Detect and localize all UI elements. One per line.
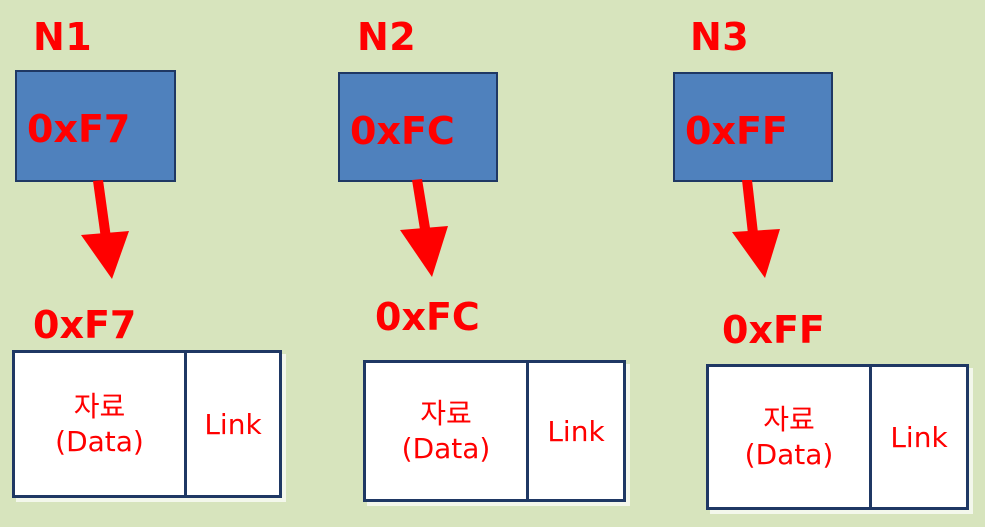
node-1-pointer-value: 0xF7 <box>27 107 131 151</box>
arrow-icon-3 <box>732 180 780 278</box>
node-3-data-cell: 자료 (Data) <box>709 367 872 507</box>
node-1-data-label: 자료 <box>73 390 126 423</box>
node-1-link-cell: Link <box>204 407 262 441</box>
arrow-icon-2 <box>400 179 448 277</box>
node-2-address: 0xFC <box>375 295 480 339</box>
node-2-title: N2 <box>357 15 417 59</box>
arrow-icon-1 <box>81 180 129 279</box>
node-1-data-cell: 자료 (Data) <box>15 353 187 495</box>
node-1-pointer-box: 0xF7 <box>15 70 176 182</box>
node-2-data-sub: (Data) <box>401 432 491 465</box>
node-1-struct: 자료 (Data) Link <box>12 350 282 498</box>
node-3-pointer-value: 0xFF <box>685 109 788 153</box>
node-1-address: 0xF7 <box>33 303 137 347</box>
node-3-data-label: 자료 <box>763 403 815 436</box>
node-2-data-cell: 자료 (Data) <box>366 363 529 499</box>
node-2-link-cell: Link <box>547 414 605 448</box>
node-2-struct: 자료 (Data) Link <box>363 360 626 502</box>
node-3-title: N3 <box>690 15 750 59</box>
node-2-pointer-value: 0xFC <box>350 109 455 153</box>
node-1-data-sub: (Data) <box>55 425 144 458</box>
node-3-struct: 자료 (Data) Link <box>706 364 969 510</box>
node-2-data-label: 자료 <box>420 397 472 430</box>
node-3-data-sub: (Data) <box>744 438 834 471</box>
node-3-address: 0xFF <box>722 308 825 352</box>
node-3-link-cell: Link <box>890 420 948 454</box>
node-2-pointer-box: 0xFC <box>338 72 498 182</box>
node-1-title: N1 <box>33 15 93 59</box>
node-3-pointer-box: 0xFF <box>673 72 833 182</box>
